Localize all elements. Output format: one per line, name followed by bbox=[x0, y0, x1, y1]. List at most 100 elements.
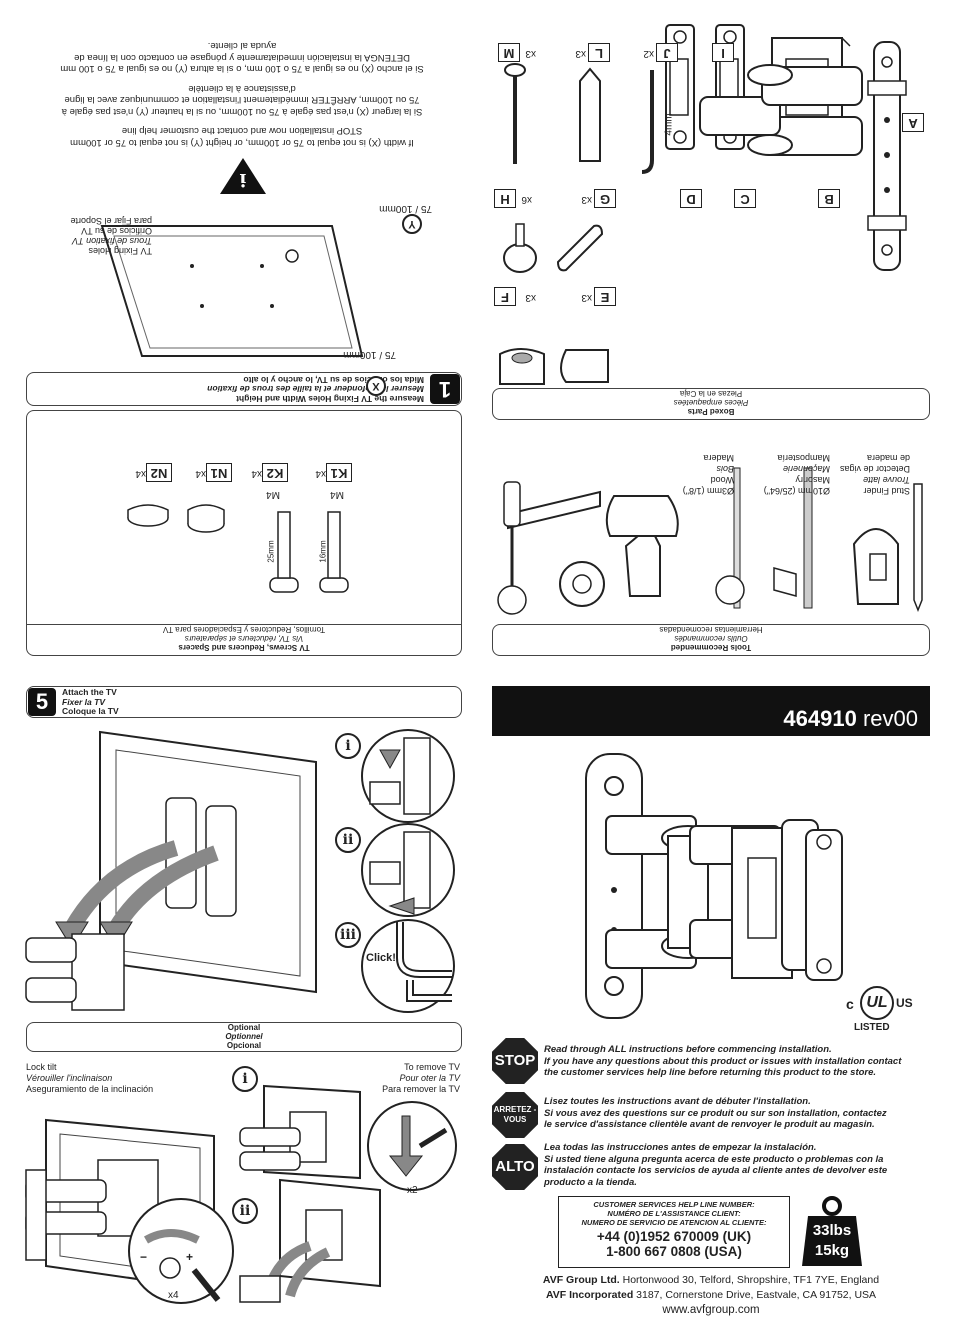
part-tag-g: G bbox=[594, 189, 616, 208]
helpline-usa: 1-800 667 0808 (USA) bbox=[606, 1244, 742, 1259]
stud-finder-fr: Trouve latte bbox=[863, 475, 910, 485]
boxed-parts-title-es: Piezas en la Caja bbox=[679, 389, 743, 398]
product-illustration bbox=[585, 753, 843, 1019]
optional-title-es: Opcional bbox=[226, 1041, 262, 1050]
spacer-tag-n2: N2 bbox=[146, 463, 172, 482]
tv-back-diagram bbox=[100, 225, 364, 357]
remove-illustration-i bbox=[239, 1084, 361, 1180]
part-tag-e: E bbox=[594, 287, 616, 306]
step1-title: Measure the TV Fixing Holes Width and He… bbox=[207, 375, 424, 404]
screw-length-k1: 16mm bbox=[318, 540, 328, 563]
x-marker: X bbox=[366, 376, 386, 396]
wood-bit-fr: Bois bbox=[716, 464, 734, 474]
masonry-bit-es: Mampostería bbox=[777, 453, 830, 463]
part-qty-l: x3 bbox=[575, 48, 586, 59]
masonry-bit-icon bbox=[773, 467, 813, 609]
remove-x2: x2 bbox=[407, 1185, 418, 1196]
warn-en-2: is not equal to 75 or 100mm bbox=[70, 137, 188, 148]
screw-tag-k1: K1 bbox=[326, 463, 352, 482]
holes-en: TV Fixing Holes bbox=[88, 246, 152, 256]
ul-listed-mark: c UL US LISTED bbox=[846, 984, 916, 1034]
part-e-cam bbox=[560, 349, 609, 383]
holes-fr: Trous de fixation TV bbox=[72, 236, 152, 246]
tools-header: Tools Recommended Outils recommandés Her… bbox=[492, 624, 930, 656]
part-tag-b: B bbox=[818, 189, 840, 208]
step5-number: 5 bbox=[28, 688, 56, 716]
tools-title-fr: Outils recommandés bbox=[674, 634, 748, 643]
warn-fr-1: n'est pas égale à 75 ou 100mm, ou si la … bbox=[151, 106, 354, 117]
screw-length-k2: 25mm bbox=[266, 540, 276, 563]
holes-es-2: para Fijar el Soporte bbox=[70, 216, 152, 226]
part-a-wall-plate bbox=[867, 41, 907, 271]
warn-fr-3: 75 ou 100mm, ARRÊTER immédiatement l'ins… bbox=[64, 94, 420, 106]
boxed-parts-title-fr: Pièces empaquetées bbox=[673, 398, 749, 407]
y-marker: Y bbox=[402, 214, 422, 234]
remove-sub-ii: ii bbox=[232, 1198, 258, 1224]
part-i-arm bbox=[699, 64, 863, 156]
notice-es-1: Si usted tiene alguna pregunta acerca de… bbox=[544, 1153, 884, 1165]
remove-tv-en: To remove TV bbox=[404, 1062, 460, 1072]
model-banner bbox=[492, 686, 930, 736]
notice-es-3: producto a la tienda. bbox=[544, 1176, 637, 1188]
remove-tv-es: Para remover la TV bbox=[382, 1084, 460, 1094]
tools-panel: Tools Recommended Outils recommandés Her… bbox=[492, 426, 930, 656]
notice-fr-0: Lisez toutes les instructions avant de d… bbox=[544, 1096, 811, 1107]
screw-size-k2: M4 bbox=[266, 489, 280, 500]
company-uk-name: AVF Group Ltd. bbox=[542, 1274, 620, 1286]
warn-en-3: STOP installation now and contact the cu… bbox=[121, 125, 363, 137]
stud-finder-es-2: de madera bbox=[866, 453, 910, 463]
step5-title-fr: Fixer la TV bbox=[62, 696, 105, 707]
alto-sign-icon: ALTO bbox=[492, 1144, 538, 1190]
step5-title-es: Coloque la TV bbox=[62, 706, 119, 716]
screw-k2-icon bbox=[269, 511, 299, 593]
spacer-n2-icon bbox=[127, 504, 169, 527]
lock-x4: x4 bbox=[168, 1290, 179, 1301]
part-j-allen-key bbox=[641, 70, 654, 174]
warn-es-1: no es igual a 75 o 100 mm, o si la altur… bbox=[190, 63, 359, 75]
stop-sign-text: STOP bbox=[494, 1052, 536, 1069]
y-dimension: 75 / 100mm bbox=[379, 203, 432, 214]
click-label: Click! bbox=[366, 952, 396, 964]
company-us-name: AVF Incorporated bbox=[545, 1289, 634, 1301]
step5-sub-i: i bbox=[335, 733, 361, 759]
step5-title: Attach the TV Fixer la TV Coloque la TV bbox=[62, 687, 119, 717]
step1-warning: If width (X) is not equal to 75 or 100mm… bbox=[32, 40, 452, 149]
stud-finder-es: Detector de vigas bbox=[839, 464, 910, 474]
lock-plus-sign: + bbox=[186, 1250, 194, 1264]
model-id: 464910 bbox=[783, 706, 857, 731]
lock-tilt-en: Lock tilt bbox=[26, 1062, 57, 1072]
company-uk-addr: Hortonwood 30, Telford, Shropshire, TF1 … bbox=[619, 1274, 880, 1286]
boxed-parts-header: Boxed Parts Pièces empaquetées Piezas en… bbox=[492, 388, 930, 420]
remove-tv-label: To remove TV Pour oter la TV Para remove… bbox=[340, 1062, 460, 1095]
ul-us: US bbox=[896, 996, 913, 1010]
warn-en-block: If width (X) is not equal to 75 or 100mm… bbox=[70, 125, 414, 149]
part-h-screw bbox=[503, 223, 537, 273]
tv-screws-title-fr: Vis TV, réducteurs et séparateurs bbox=[184, 634, 304, 643]
remove-tv-fr: Pour oter la TV bbox=[399, 1073, 460, 1083]
tv-screws-frame bbox=[26, 410, 462, 656]
alto-sign-text: ALTO bbox=[495, 1158, 535, 1175]
part-tag-f: F bbox=[494, 287, 516, 306]
tools-title-es: Herramientas recomendadas bbox=[659, 625, 763, 634]
remove-detail-i bbox=[367, 1101, 457, 1191]
warn-es-2: no es igual a 75 o 100 mm bbox=[60, 63, 173, 75]
helpline-label-es: NUMERO DE SERVICIO DE ATENCION AL CLIENT… bbox=[581, 1218, 767, 1227]
notice-en-0: Read through ALL instructions before com… bbox=[544, 1044, 832, 1055]
part-tag-c: C bbox=[734, 189, 756, 208]
optional-header-bar bbox=[26, 1022, 462, 1052]
lock-tilt-label: Lock tilt Vérouiller l'inclinaison Asegu… bbox=[26, 1062, 153, 1095]
helpline-uk: +44 (0)1952 670009 (UK) bbox=[596, 1229, 752, 1244]
step5-detail-i bbox=[361, 729, 455, 823]
part-qty-h: x6 bbox=[521, 194, 532, 205]
step5-detail-ii bbox=[361, 823, 455, 917]
screw-k1-icon bbox=[319, 511, 349, 593]
model-rev: rev00 bbox=[862, 706, 918, 731]
remove-sub-i: i bbox=[232, 1066, 258, 1092]
reducer-tag-n1: N1 bbox=[206, 463, 232, 482]
stop-sign-icon: STOP bbox=[492, 1038, 538, 1084]
part-l-wall-plug bbox=[579, 67, 601, 162]
company-website[interactable]: www.avfgroup.com bbox=[662, 1304, 760, 1316]
notice-en: Read through ALL instructions before com… bbox=[544, 1044, 928, 1079]
spacer-qty-n2: x4 bbox=[135, 468, 146, 479]
step5-sub-iii: iii bbox=[335, 922, 361, 948]
